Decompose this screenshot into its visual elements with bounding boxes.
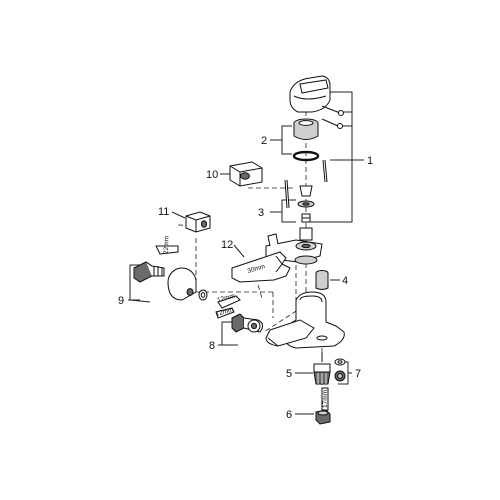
callout-10: 10 [206, 169, 218, 181]
lever-handle [289, 75, 331, 113]
callout-11: 11 [158, 206, 169, 218]
callout-5: 5 [286, 368, 292, 380]
dim-22mm: 22mm [163, 236, 171, 254]
inlet-hex-key: 22mm [155, 236, 179, 255]
callout-6: 6 [286, 409, 292, 421]
leader-lines [128, 91, 364, 415]
dim-17mm: 17mm [322, 390, 329, 408]
callout-1: 1 [367, 155, 373, 167]
small-nut [315, 409, 331, 425]
adapter-sleeve [315, 270, 329, 290]
callout-4: 4 [342, 275, 348, 287]
callout-2: 2 [261, 135, 267, 147]
cartridge-cap [293, 118, 319, 140]
o-ring [292, 150, 320, 162]
washer [198, 289, 208, 301]
escutcheon-piece [185, 211, 211, 233]
faucet-body [265, 291, 345, 349]
aerator-key: 17mm [321, 387, 329, 411]
valve-spindle [284, 159, 328, 241]
aerator [313, 352, 331, 385]
callout-9: 9 [118, 295, 124, 307]
callout-3: 3 [258, 207, 264, 219]
callout-7: 7 [355, 368, 361, 380]
callout-12: 12 [221, 239, 233, 251]
cartridge [229, 161, 263, 187]
handle-screws [321, 105, 344, 129]
inlet-connector [133, 261, 165, 283]
callout-labels: 1 2 3 4 5 6 7 8 9 10 11 12 [118, 135, 373, 421]
callout-8: 8 [209, 340, 215, 352]
dim-12mm-a: 12mm [216, 293, 235, 304]
dim-30mm: 30mm [247, 263, 266, 275]
dim-12mm-b: 12mm [215, 307, 234, 318]
connector-hex-key: 12mm [216, 293, 241, 309]
spanner-tool: 30mm [231, 251, 291, 283]
eccentric-connector: 12mm [215, 307, 264, 333]
wall-rosette [167, 267, 197, 301]
aerator-washers [334, 358, 346, 382]
